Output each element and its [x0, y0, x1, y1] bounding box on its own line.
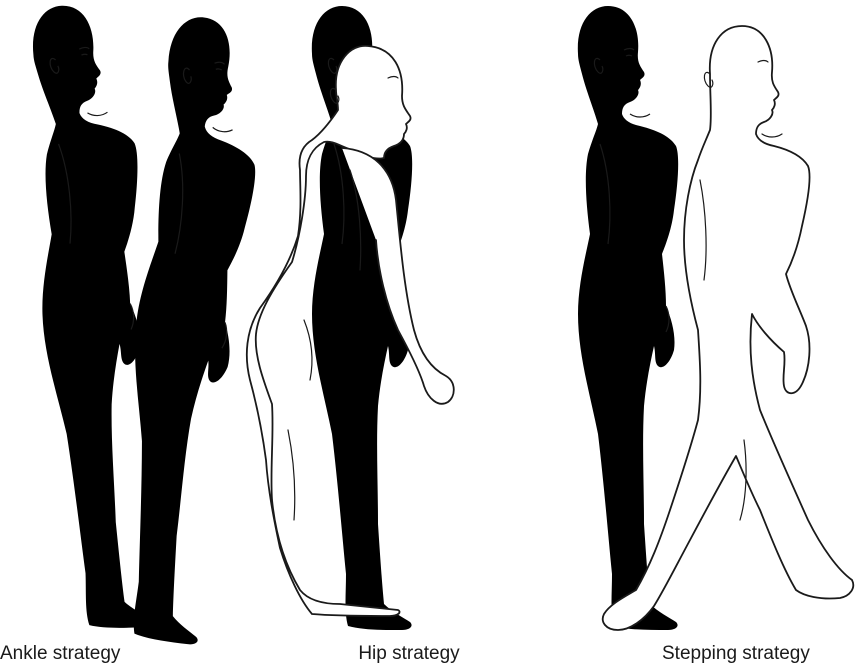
- stepping-strategy-figure: [578, 6, 853, 630]
- hip-strategy-figure: [247, 6, 454, 630]
- hip-strategy-caption: Hip strategy: [344, 642, 474, 666]
- ankle-strategy-figure: [32, 3, 274, 645]
- ankle-ghost-body: [32, 3, 154, 630]
- stepping-strategy-caption: Stepping strategy: [662, 642, 810, 666]
- ankle-strategy-caption: Ankle strategy: [0, 642, 120, 666]
